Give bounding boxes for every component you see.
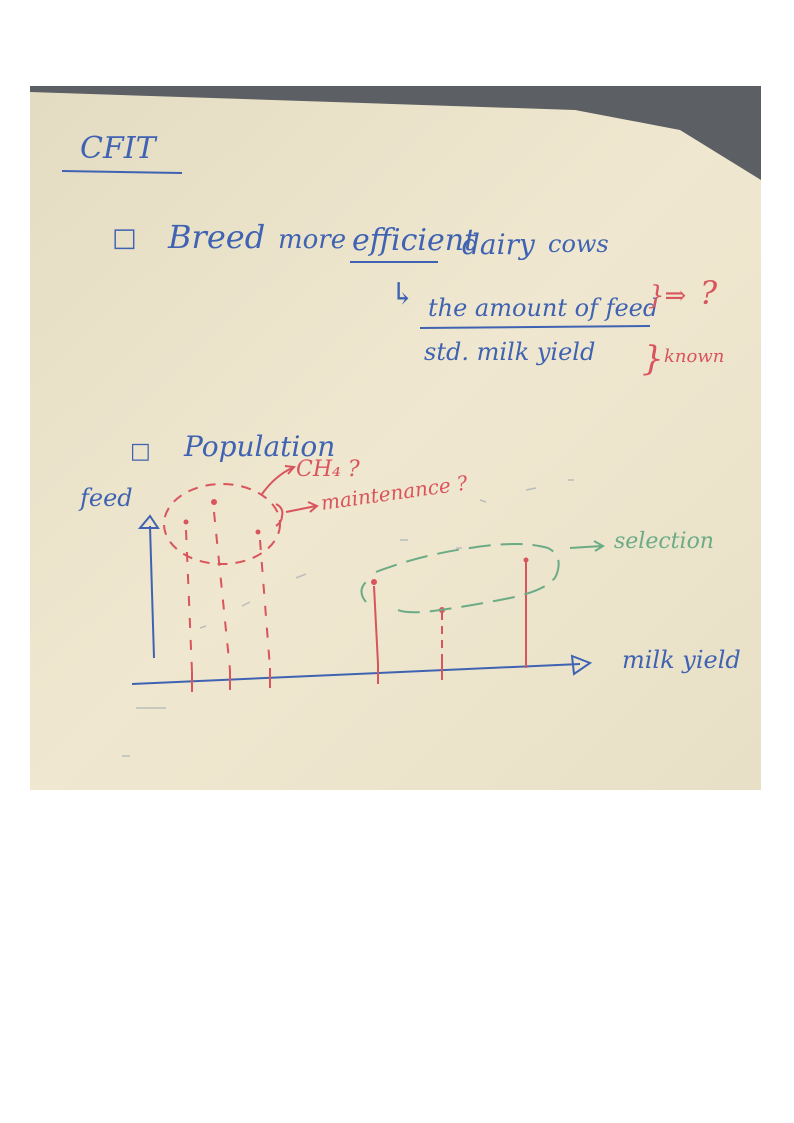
selection-envelope [360,543,560,614]
population-dashed-drops [185,511,271,673]
word-cows: cows [548,230,609,258]
selection-label: selection [614,529,714,554]
feed-axis-arrowhead-icon [137,514,160,529]
fraction-bar [419,325,651,329]
question-mark: ? [700,274,718,312]
milk-yield-axis [131,663,581,685]
title-underline [61,170,183,174]
maintenance-brace [275,503,284,527]
selected-drops [373,560,527,668]
brace-arrow: }⇒ [648,281,686,311]
title-cfit: CFIT [80,131,158,166]
ch4-label: CH₄ ? [296,457,360,482]
population-points [183,499,261,535]
ghost-marks [122,479,574,757]
arrow-down-right: ↳ [390,277,415,312]
item1-bullet: □ [112,223,137,253]
word-efficient: efficient [352,223,477,258]
word-dairy: dairy [462,228,536,261]
word-more: more [278,225,346,255]
feed-axis [149,525,155,659]
known-label: known [664,346,724,367]
population-cluster-circle [163,483,281,565]
item2-bullet: □ [130,439,151,464]
known-brace: } [642,339,664,379]
arrow-to-ch4-icon [261,465,296,495]
selection-arrow-icon [569,540,605,552]
milk-yield-axis-arrowhead-icon [570,654,593,676]
feed-axis-label: feed [78,484,133,512]
ratio-denominator: std. milk yield [424,338,595,366]
ratio-numerator: the amount of feed [428,294,658,322]
arrow-to-maintenance-icon [285,501,319,513]
axis-ticks [191,662,443,692]
milk-yield-axis-label: milk yield [622,646,741,674]
word-breed: Breed [167,218,265,256]
whiteboard-surface [30,92,761,790]
population-label: Population [183,430,335,463]
